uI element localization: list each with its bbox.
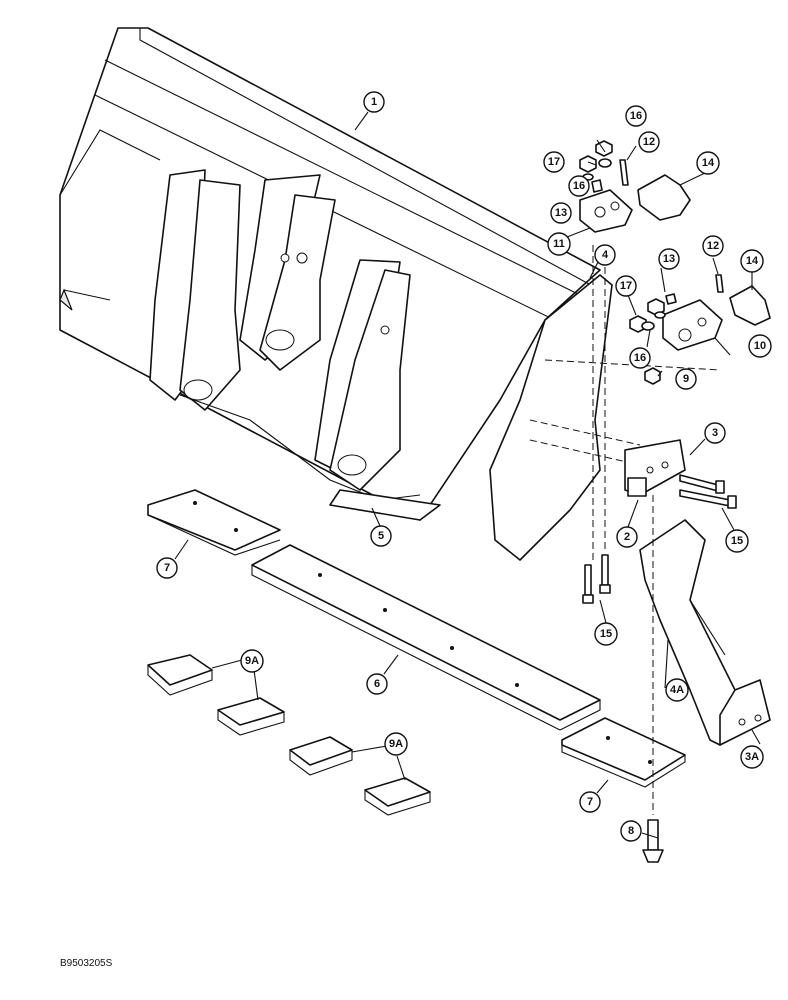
nut bbox=[644, 367, 661, 385]
svg-text:1: 1 bbox=[371, 96, 377, 108]
callout-11: 11 bbox=[547, 232, 571, 256]
svg-text:17: 17 bbox=[620, 280, 632, 292]
fastener-set bbox=[579, 140, 724, 333]
callout-17-lower: 17 bbox=[615, 275, 637, 297]
callout-7-left: 7 bbox=[156, 557, 178, 579]
bolts-right bbox=[679, 474, 737, 509]
explode-lines bbox=[592, 245, 654, 815]
callout-9A-lower: 9A bbox=[384, 732, 408, 756]
tooth-adapter-lower bbox=[662, 299, 723, 351]
svg-text:4: 4 bbox=[602, 249, 609, 261]
callout-13-lower: 13 bbox=[658, 248, 680, 270]
leader-lines bbox=[174, 111, 761, 839]
callout-14-lower: 14 bbox=[740, 249, 764, 273]
svg-text:16: 16 bbox=[634, 352, 646, 364]
svg-text:16: 16 bbox=[573, 180, 585, 192]
callout-10: 10 bbox=[748, 334, 772, 358]
callout-2: 2 bbox=[616, 526, 638, 548]
callout-16-mid: 16 bbox=[568, 175, 590, 197]
svg-text:12: 12 bbox=[707, 240, 719, 252]
callout-9A-upper: 9A bbox=[240, 649, 264, 673]
callout-14-upper: 14 bbox=[696, 151, 720, 175]
edge-support bbox=[329, 489, 441, 521]
svg-text:14: 14 bbox=[746, 255, 759, 267]
callout-5: 5 bbox=[370, 525, 392, 547]
end-bit-right bbox=[561, 717, 686, 788]
svg-text:9: 9 bbox=[683, 373, 689, 385]
svg-text:14: 14 bbox=[702, 157, 715, 169]
callout-15-right: 15 bbox=[725, 529, 749, 553]
callout-3: 3 bbox=[704, 422, 726, 444]
svg-text:9A: 9A bbox=[245, 655, 259, 667]
svg-text:13: 13 bbox=[555, 207, 567, 219]
svg-text:11: 11 bbox=[553, 238, 565, 250]
callout-9: 9 bbox=[675, 368, 697, 390]
svg-text:4A: 4A bbox=[670, 684, 684, 696]
callout-6: 6 bbox=[366, 673, 388, 695]
side-cutter-assembly bbox=[489, 274, 721, 561]
svg-text:13: 13 bbox=[663, 253, 675, 265]
callout-3A: 3A bbox=[740, 745, 764, 769]
svg-text:15: 15 bbox=[731, 535, 743, 547]
callout-13-upper: 13 bbox=[550, 202, 572, 224]
svg-text:16: 16 bbox=[630, 110, 642, 122]
bolts-lower bbox=[582, 554, 611, 604]
callout-8: 8 bbox=[620, 820, 642, 842]
svg-text:15: 15 bbox=[600, 628, 612, 640]
svg-text:17: 17 bbox=[548, 156, 560, 168]
svg-text:7: 7 bbox=[164, 562, 170, 574]
wear-pads bbox=[147, 654, 431, 816]
callout-16-lower: 16 bbox=[629, 347, 651, 369]
callout-4: 4 bbox=[594, 244, 616, 266]
svg-text:10: 10 bbox=[754, 340, 766, 352]
svg-text:7: 7 bbox=[587, 796, 593, 808]
side-cutter-loose bbox=[639, 519, 771, 746]
callout-1: 1 bbox=[363, 91, 385, 113]
callout-4A: 4A bbox=[665, 678, 689, 702]
svg-text:2: 2 bbox=[624, 531, 630, 543]
svg-text:12: 12 bbox=[643, 136, 655, 148]
svg-text:6: 6 bbox=[374, 678, 380, 690]
drawing-code: B9503205S bbox=[60, 958, 113, 969]
lift-arm-brackets bbox=[149, 169, 421, 501]
callout-16-top: 16 bbox=[625, 105, 647, 127]
tooth-adapter-upper bbox=[579, 189, 633, 233]
callout-12-upper: 12 bbox=[638, 131, 660, 153]
svg-text:8: 8 bbox=[628, 825, 634, 837]
callout-17-upper: 17 bbox=[543, 151, 565, 173]
callout-12-lower: 12 bbox=[702, 235, 724, 257]
svg-text:3: 3 bbox=[712, 427, 718, 439]
svg-text:9A: 9A bbox=[389, 738, 403, 750]
cutting-edge bbox=[251, 544, 601, 731]
svg-text:3A: 3A bbox=[745, 751, 759, 763]
svg-text:5: 5 bbox=[378, 530, 384, 542]
callout-15-lower: 15 bbox=[594, 622, 618, 646]
plow-bolt bbox=[642, 819, 664, 863]
callout-7-right: 7 bbox=[579, 791, 601, 813]
end-bit-left bbox=[147, 489, 281, 556]
teeth bbox=[637, 174, 771, 326]
